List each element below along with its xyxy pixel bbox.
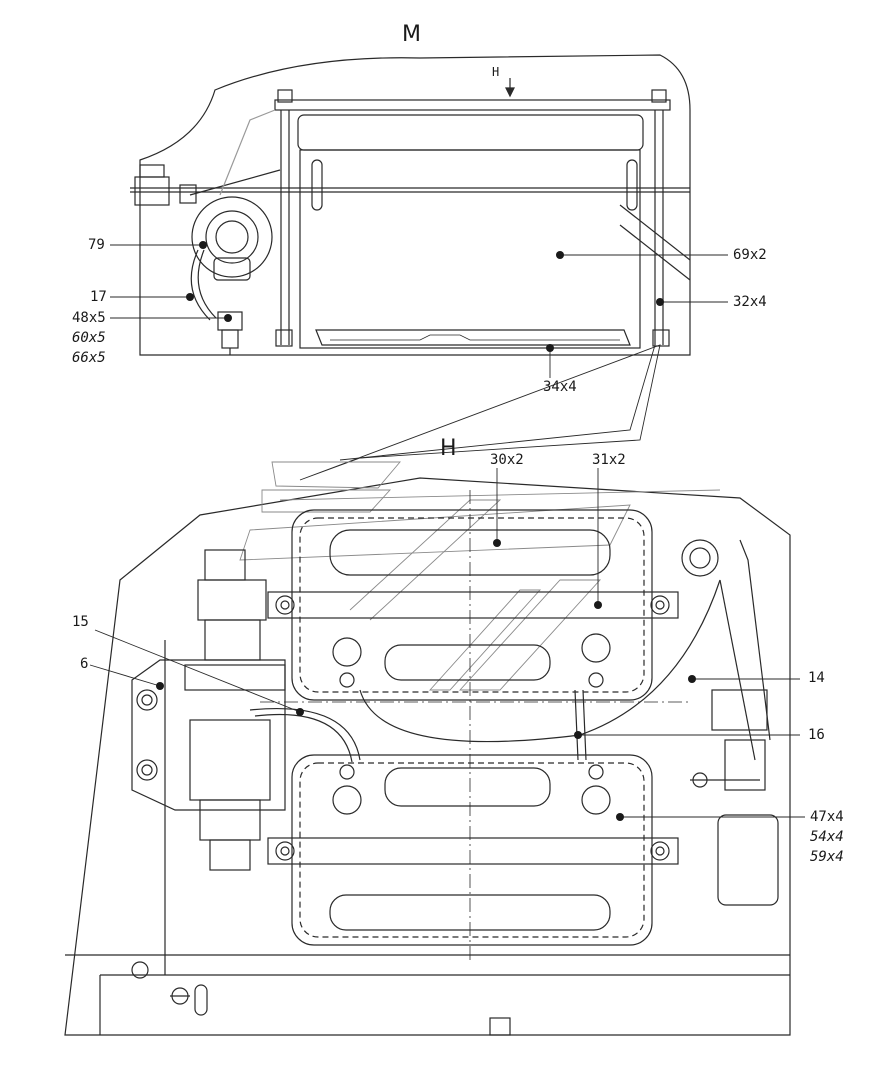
callout-17: 17 bbox=[90, 289, 107, 305]
callout-14: 14 bbox=[808, 670, 825, 686]
section-view-h bbox=[64, 461, 791, 1036]
callout-32: 32x4 bbox=[733, 294, 767, 310]
leader-lines bbox=[89, 244, 805, 818]
callout-16: 16 bbox=[808, 727, 825, 743]
callout-79: 79 bbox=[88, 237, 105, 253]
callout-31: 31x2 bbox=[592, 452, 626, 468]
callout-48: 48x5 bbox=[72, 310, 106, 326]
callout-60: 60x5 bbox=[72, 330, 106, 346]
view-label-m: M bbox=[402, 22, 421, 47]
callout-66: 66x5 bbox=[72, 350, 106, 366]
callout-54: 54x4 bbox=[810, 829, 844, 845]
callout-59: 59x4 bbox=[810, 849, 844, 865]
callout-15: 15 bbox=[72, 614, 89, 630]
section-label-h: H bbox=[440, 436, 457, 461]
callout-30: 30x2 bbox=[490, 452, 524, 468]
callout-47: 47x4 bbox=[810, 809, 844, 825]
callout-dots bbox=[156, 241, 696, 821]
callout-34: 34x4 bbox=[543, 379, 577, 395]
view-arrow-label-h: H bbox=[492, 65, 500, 79]
top-view-m bbox=[130, 54, 691, 356]
callout-6: 6 bbox=[80, 656, 89, 672]
callout-69: 69x2 bbox=[733, 247, 767, 263]
